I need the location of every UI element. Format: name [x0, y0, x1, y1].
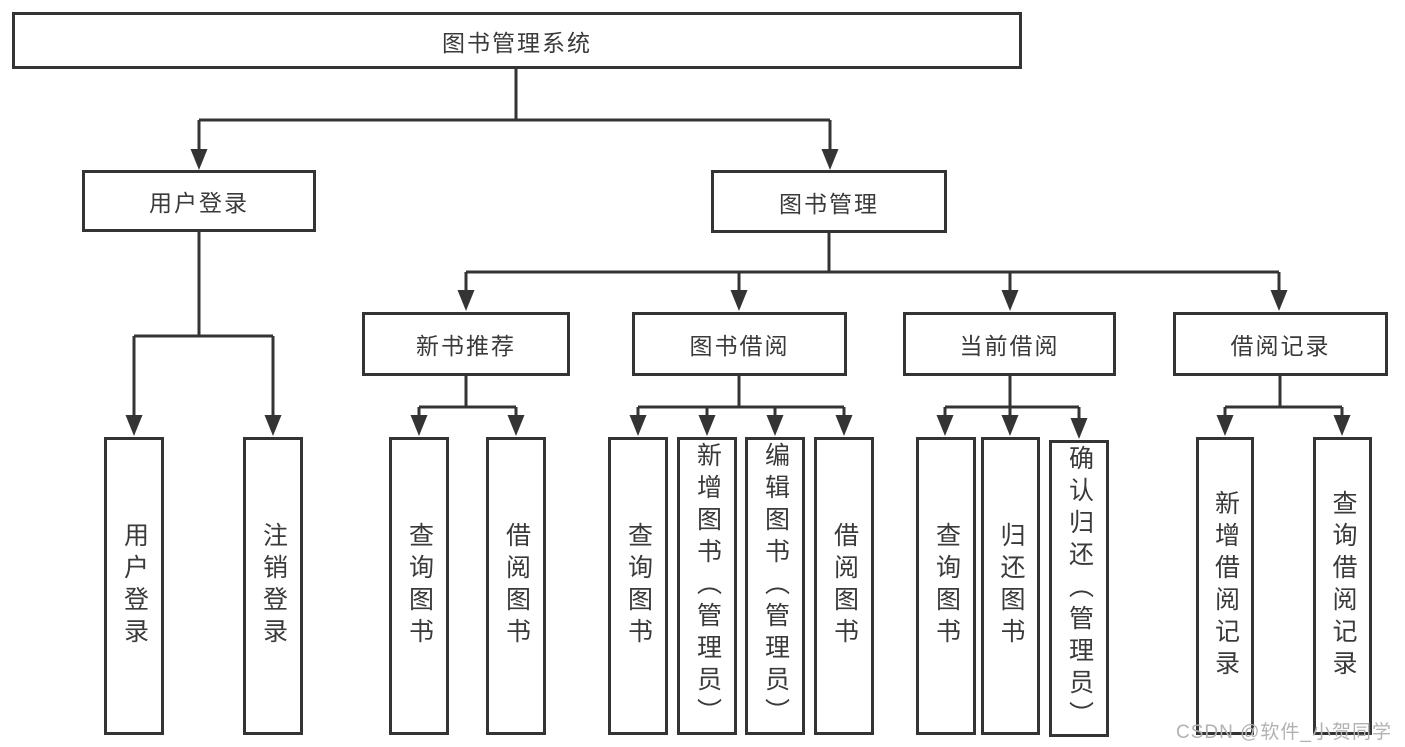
leaf-bb-borrow-books-label: 借阅图书: [830, 522, 859, 650]
leaf-logout: 注销登录: [243, 437, 303, 735]
connector-segments: [132, 69, 1344, 419]
leaf-cb-query-books-label: 查询图书: [932, 522, 961, 650]
leaf-nb-borrow-books-label: 借阅图书: [502, 522, 531, 650]
arrowheads: [125, 149, 1351, 439]
leaf-cb-confirm-return-admin-label: 确认归还（管理员）: [1065, 444, 1094, 733]
leaf-bb-add-books-admin-label: 新增图书（管理员）: [693, 442, 722, 730]
node-new-book-recommend-label: 新书推荐: [416, 333, 516, 359]
leaf-bb-edit-books-admin: 编辑图书（管理员）: [745, 437, 805, 735]
node-borrowing-records-label: 借阅记录: [1230, 333, 1331, 359]
leaf-br-query-record: 查询借阅记录: [1313, 437, 1372, 735]
leaf-bb-edit-books-admin-label: 编辑图书（管理员）: [761, 442, 790, 730]
node-user-login-label: 用户登录: [149, 190, 249, 216]
leaf-user-login: 用户登录: [104, 437, 164, 735]
node-user-login: 用户登录: [82, 170, 316, 232]
leaf-bb-query-books: 查询图书: [608, 437, 668, 735]
node-book-management-label: 图书管理: [779, 190, 879, 217]
node-root-label: 图书管理系统: [442, 29, 592, 56]
node-root: 图书管理系统: [12, 12, 1022, 69]
node-current-borrowing-label: 当前借阅: [959, 333, 1060, 359]
node-current-borrowing: 当前借阅: [903, 312, 1116, 376]
leaf-user-login-label: 用户登录: [120, 522, 149, 650]
leaf-logout-label: 注销登录: [259, 522, 288, 650]
leaf-br-add-record: 新增借阅记录: [1196, 437, 1254, 735]
leaf-nb-borrow-books: 借阅图书: [486, 437, 546, 735]
leaf-nb-query-books: 查询图书: [389, 437, 449, 735]
leaf-cb-return-books: 归还图书: [981, 437, 1040, 735]
node-borrowing-records: 借阅记录: [1173, 312, 1388, 376]
leaf-cb-confirm-return-admin: 确认归还（管理员）: [1049, 440, 1109, 737]
leaf-br-add-record-label: 新增借阅记录: [1211, 490, 1240, 682]
leaf-br-query-record-label: 查询借阅记录: [1329, 490, 1357, 682]
csdn-watermark: CSDN @软件_小贺同学: [1176, 722, 1392, 743]
node-book-management: 图书管理: [711, 170, 947, 233]
leaf-bb-borrow-books: 借阅图书: [814, 437, 874, 735]
leaf-cb-query-books: 查询图书: [916, 437, 976, 735]
leaf-bb-query-books-label: 查询图书: [624, 522, 653, 650]
node-book-borrowing: 图书借阅: [632, 312, 847, 376]
node-new-book-recommend: 新书推荐: [362, 312, 570, 376]
leaf-cb-return-books-label: 归还图书: [997, 522, 1025, 650]
leaf-bb-add-books-admin: 新增图书（管理员）: [677, 437, 737, 735]
node-book-borrowing-label: 图书借阅: [689, 333, 790, 359]
leaf-nb-query-books-label: 查询图书: [405, 522, 434, 650]
